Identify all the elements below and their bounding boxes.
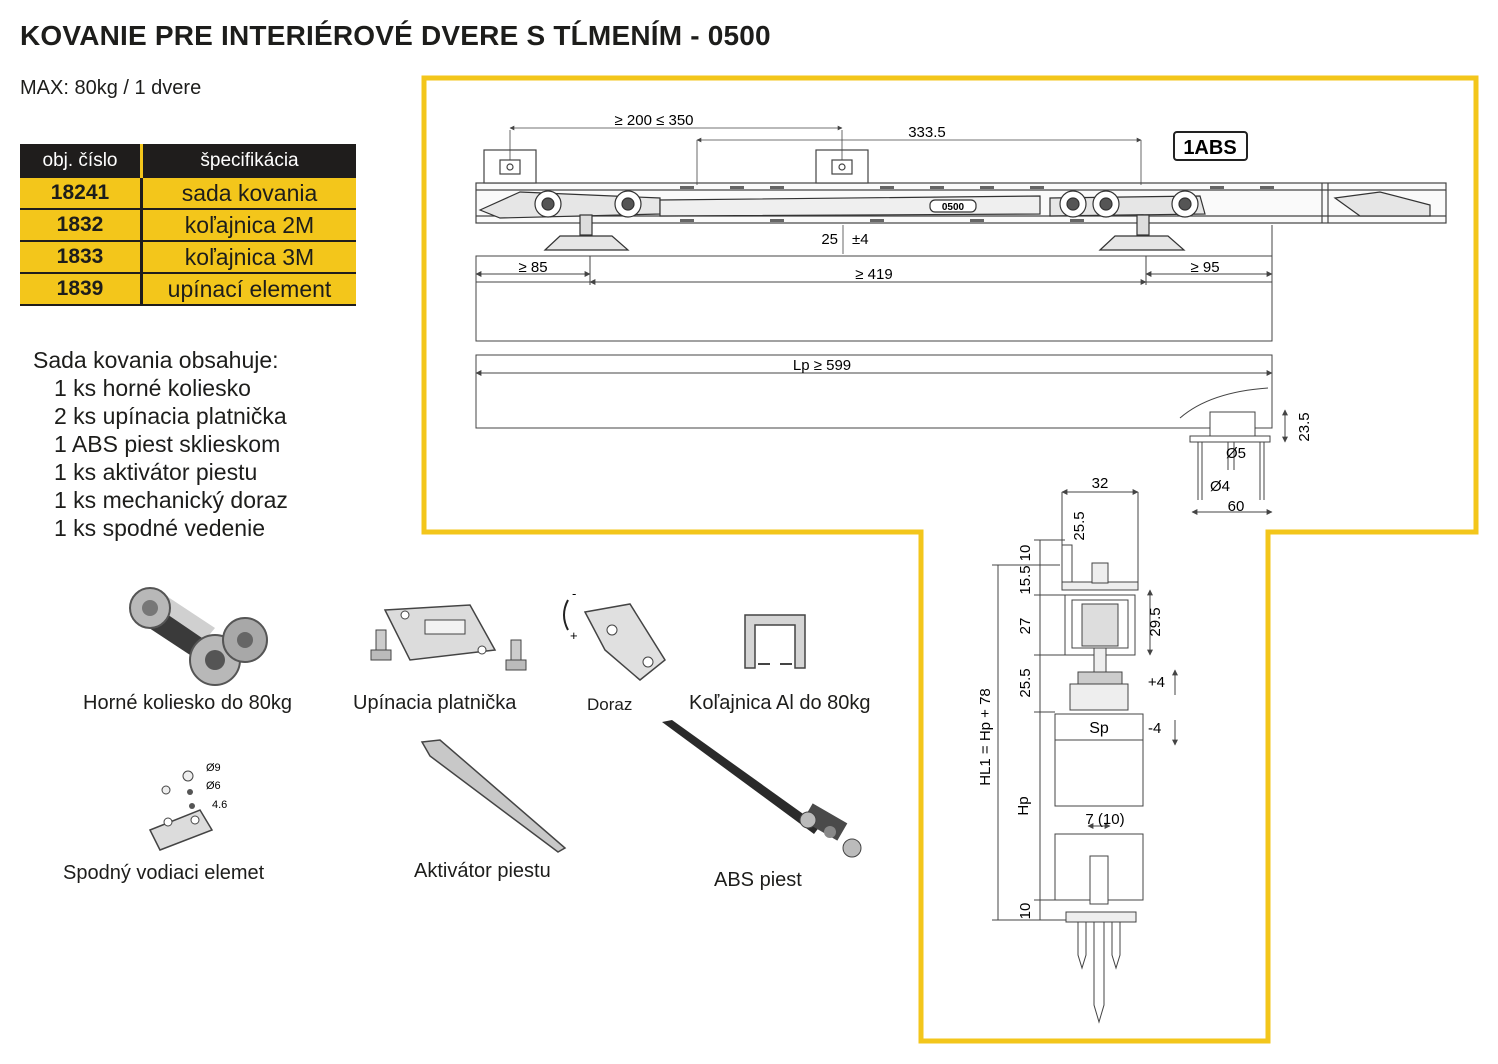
table-row: 1839 upínací element <box>20 273 356 306</box>
specification: sada kovania <box>141 178 356 210</box>
dim-32-label: 32 <box>1092 475 1109 492</box>
dim-d4-label: Ø4 <box>1210 478 1230 495</box>
order-number: 1833 <box>20 241 143 274</box>
abs-badge-label: 1ABS <box>1183 137 1236 159</box>
bottom-guide-detail <box>1189 409 1288 515</box>
hl1-formula-label: HL1 = Hp + 78 <box>977 688 994 786</box>
table-row: 1832 koľajnica 2M <box>20 209 356 242</box>
page-title: KOVANIE PRE INTERIÉROVÉ DVERE S TĹMENÍM … <box>20 20 771 51</box>
dim-range-label: ≥ 200 ≤ 350 <box>614 112 693 129</box>
table-header-row: obj. číslo špecifikácia <box>20 144 356 178</box>
rail-caption: Koľajnica Al do 80kg <box>689 692 871 714</box>
dim-pm4-label: ±4 <box>852 231 869 248</box>
column-header: obj. číslo <box>20 144 143 178</box>
dim-d5-label: Ø5 <box>1226 445 1246 462</box>
guide-caption: Spodný vodiaci elemet <box>63 862 265 884</box>
activator-icon <box>420 739 567 853</box>
dim-85-label: ≥ 85 <box>518 259 547 276</box>
end-stop-drawing <box>1333 191 1431 217</box>
order-number: 18241 <box>20 178 143 210</box>
dim-333-label: 333.5 <box>908 124 946 141</box>
list-item: 1 ks horné koliesko <box>54 375 251 401</box>
dim-15-5-label: 15.5 <box>1017 565 1034 594</box>
diameter-9-label: Ø9 <box>206 762 221 774</box>
dim-25-5-label: 25.5 <box>1017 668 1034 697</box>
dim-25-label: 25 <box>821 231 838 248</box>
order-number: 1839 <box>20 273 143 306</box>
stop-minus-label: - <box>572 586 576 601</box>
bottom-guide-icon: Ø9 Ø6 4.6 <box>148 762 227 851</box>
dim-groove-label: 7 (10) <box>1085 811 1124 828</box>
cross-section <box>992 489 1178 1024</box>
roller-caption: Horné koliesko do 80kg <box>83 692 293 714</box>
list-item: 2 ks upínacia platnička <box>54 403 287 429</box>
diameter-6-label: Ø6 <box>206 780 221 792</box>
spec-table: obj. číslo špecifikácia 18241 sada kovan… <box>20 144 356 306</box>
roller-icon <box>129 587 268 686</box>
door-panel-bottom <box>475 354 1273 429</box>
door-panel-top <box>475 225 1273 342</box>
dim-419-label: ≥ 419 <box>855 266 892 283</box>
dimension-lines-top <box>509 125 1142 254</box>
order-number: 1832 <box>20 209 143 242</box>
kit-contents: Sada kovania obsahuje: 1 ks horné kolies… <box>33 346 288 542</box>
activator-caption: Aktivátor piestu <box>414 860 551 882</box>
dim-29-5-label: 29.5 <box>1147 607 1164 636</box>
roller-carriage-left <box>478 190 661 251</box>
door-thickness-label: Sp <box>1089 720 1109 737</box>
stop-plus-label: + <box>570 628 578 643</box>
list-item: 1 ABS piest sklieskom <box>54 431 281 457</box>
column-header: špecifikácia <box>141 144 356 178</box>
door-height-label: Hp <box>1015 796 1032 815</box>
dim-lp-label: Lp ≥ 599 <box>793 357 851 374</box>
max-load-label: MAX: 80kg / 1 dvere <box>20 77 202 99</box>
specification: upínací element <box>141 273 356 306</box>
abs-badge <box>1173 131 1248 161</box>
abs-piston-icon <box>662 720 862 858</box>
dim-95-label: ≥ 95 <box>1190 259 1219 276</box>
plate-caption: Upínacia platnička <box>353 692 517 714</box>
stop-icon: - + <box>563 586 666 681</box>
specification: koľajnica 3M <box>141 241 356 274</box>
table-row: 18241 sada kovania <box>20 178 356 210</box>
dim-60-label: 60 <box>1228 498 1245 515</box>
rail-mark: 0500 <box>942 202 965 213</box>
highlight-frame <box>421 75 1479 1044</box>
adjust-minus-label: -4 <box>1148 720 1161 737</box>
dim-23-5-label: 23.5 <box>1296 412 1313 441</box>
rail-profile-icon <box>744 614 806 669</box>
list-item: 1 ks aktivátor piestu <box>54 459 258 485</box>
kit-contents-heading: Sada kovania obsahuje: <box>33 347 279 373</box>
rail-slots <box>680 186 1274 222</box>
dim-10-bottom-label: 10 <box>1017 903 1034 920</box>
list-item: 1 ks spodné vedenie <box>54 515 265 541</box>
specification: koľajnica 2M <box>141 209 356 242</box>
stop-caption: Doraz <box>587 695 633 714</box>
list-item: 1 ks mechanický doraz <box>54 487 288 513</box>
roller-carriage-right <box>1049 190 1206 251</box>
adjust-plus-label: +4 <box>1148 674 1165 691</box>
dim-25-5-top-label: 25.5 <box>1071 511 1088 540</box>
mounting-plate-icon <box>370 604 527 671</box>
depth-label: 4.6 <box>212 799 227 811</box>
piston-caption: ABS piest <box>714 869 802 891</box>
dim-10-top-label: 10 <box>1017 545 1034 562</box>
table-row: 1833 koľajnica 3M <box>20 241 356 274</box>
damper-body <box>659 195 1041 217</box>
dim-27-label: 27 <box>1017 618 1034 635</box>
